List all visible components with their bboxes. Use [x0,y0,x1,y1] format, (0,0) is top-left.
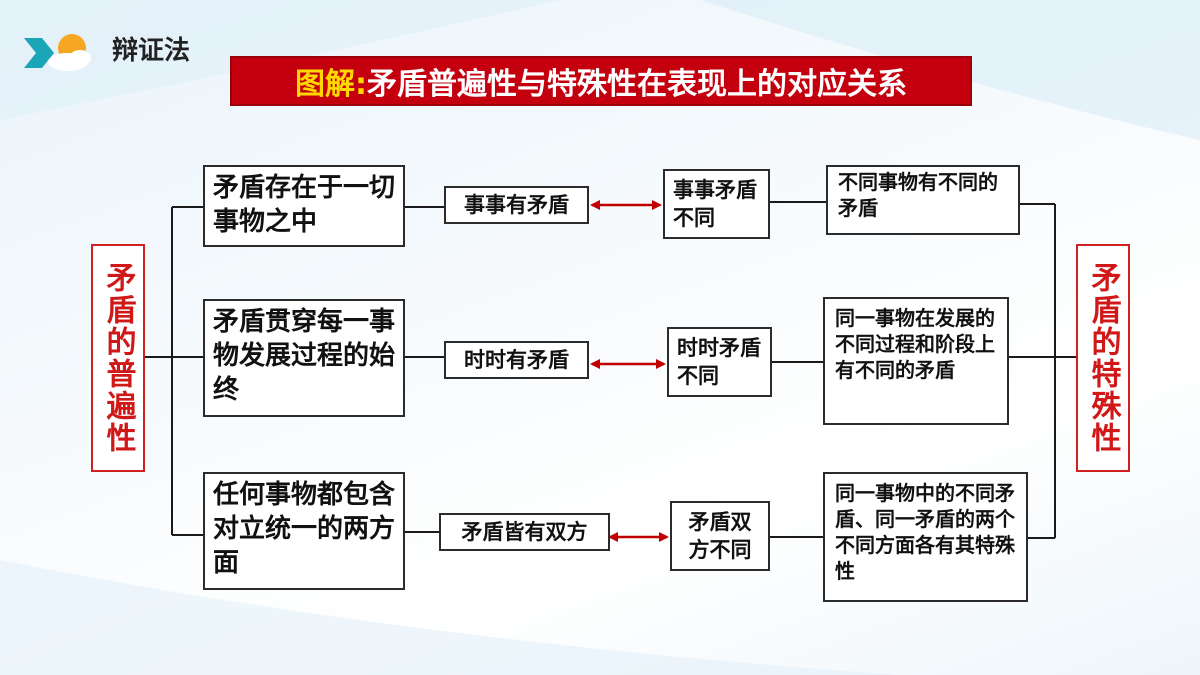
logo-icon [24,34,91,71]
particularity-label: 矛盾的特殊性 [1076,244,1130,472]
page-title: 矛盾普遍性与特殊性在表现上的对应关系 [367,67,907,102]
particularity-label-text: 矛盾的特殊性 [1085,262,1121,454]
short-universal-2: 时时有矛盾 [444,341,589,379]
short-particular-2: 时时矛盾不同 [667,327,772,397]
universality-box-2: 矛盾贯穿每一事物发展过程的始终 [203,299,405,417]
short-particular-1: 事事矛盾不同 [663,169,770,239]
universality-box-1: 矛盾存在于一切事物之中 [203,165,405,247]
section-label: 辩证法 [112,36,191,66]
universality-label-text: 矛盾的普遍性 [100,262,136,454]
particularity-box-2: 同一事物在发展的不同过程和阶段上有不同的矛盾 [823,297,1009,425]
short-universal-3: 矛盾皆有双方 [439,513,610,551]
universality-box-3: 任何事物都包含对立统一的两方面 [203,472,405,590]
universality-label: 矛盾的普遍性 [91,244,145,472]
short-particular-3: 矛盾双方不同 [670,501,770,571]
particularity-box-1: 不同事物有不同的矛盾 [826,165,1020,235]
title-prefix: 图解: [295,67,367,102]
title-banner: 图解:矛盾普遍性与特殊性在表现上的对应关系 [230,56,972,106]
particularity-box-3: 同一事物中的不同矛盾、同一矛盾的两个不同方面各有其特殊性 [823,472,1028,602]
short-universal-1: 事事有矛盾 [444,186,589,224]
